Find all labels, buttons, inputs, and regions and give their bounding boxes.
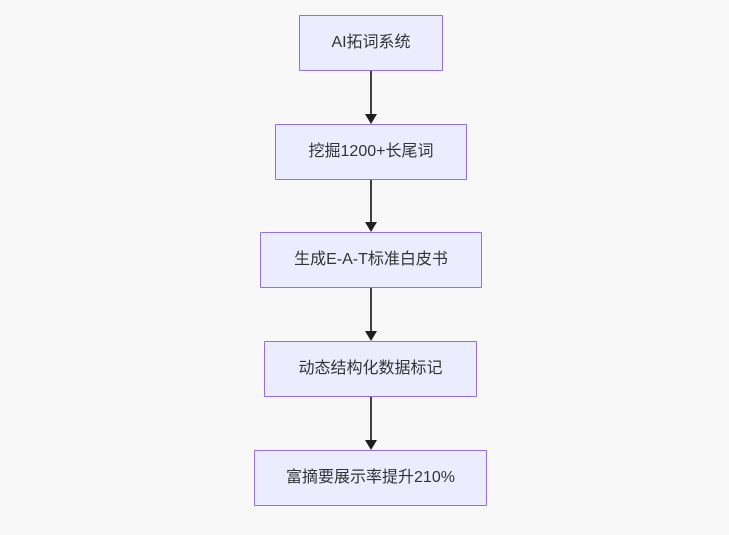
flow-arrow-connector (364, 288, 378, 341)
arrowhead-down-icon (365, 114, 377, 124)
flow-node-structured-data-markup: 动态结构化数据标记 (264, 341, 477, 397)
arrow-line (370, 180, 372, 225)
flow-node-label: 富摘要展示率提升210% (286, 469, 455, 487)
flow-node-ai-keyword-system: AI拓词系统 (299, 15, 443, 71)
arrowhead-down-icon (365, 440, 377, 450)
arrow-line (370, 71, 372, 117)
arrow-line (370, 288, 372, 334)
flow-arrow-connector (364, 180, 378, 232)
arrowhead-down-icon (365, 331, 377, 341)
flow-node-label: 动态结构化数据标记 (298, 360, 443, 378)
flow-node-rich-snippet-result: 富摘要展示率提升210% (254, 450, 487, 506)
flow-arrow-connector (364, 71, 378, 124)
flow-node-label: 生成E-A-T标准白皮书 (294, 251, 448, 269)
arrow-line (370, 397, 372, 443)
arrowhead-down-icon (365, 222, 377, 232)
flow-node-longtail-mining: 挖掘1200+长尾词 (275, 124, 467, 180)
flow-arrow-connector (364, 397, 378, 450)
flow-node-label: AI拓词系统 (331, 34, 411, 52)
flow-node-eat-whitepaper: 生成E-A-T标准白皮书 (260, 232, 482, 288)
flow-node-label: 挖掘1200+长尾词 (308, 143, 434, 161)
